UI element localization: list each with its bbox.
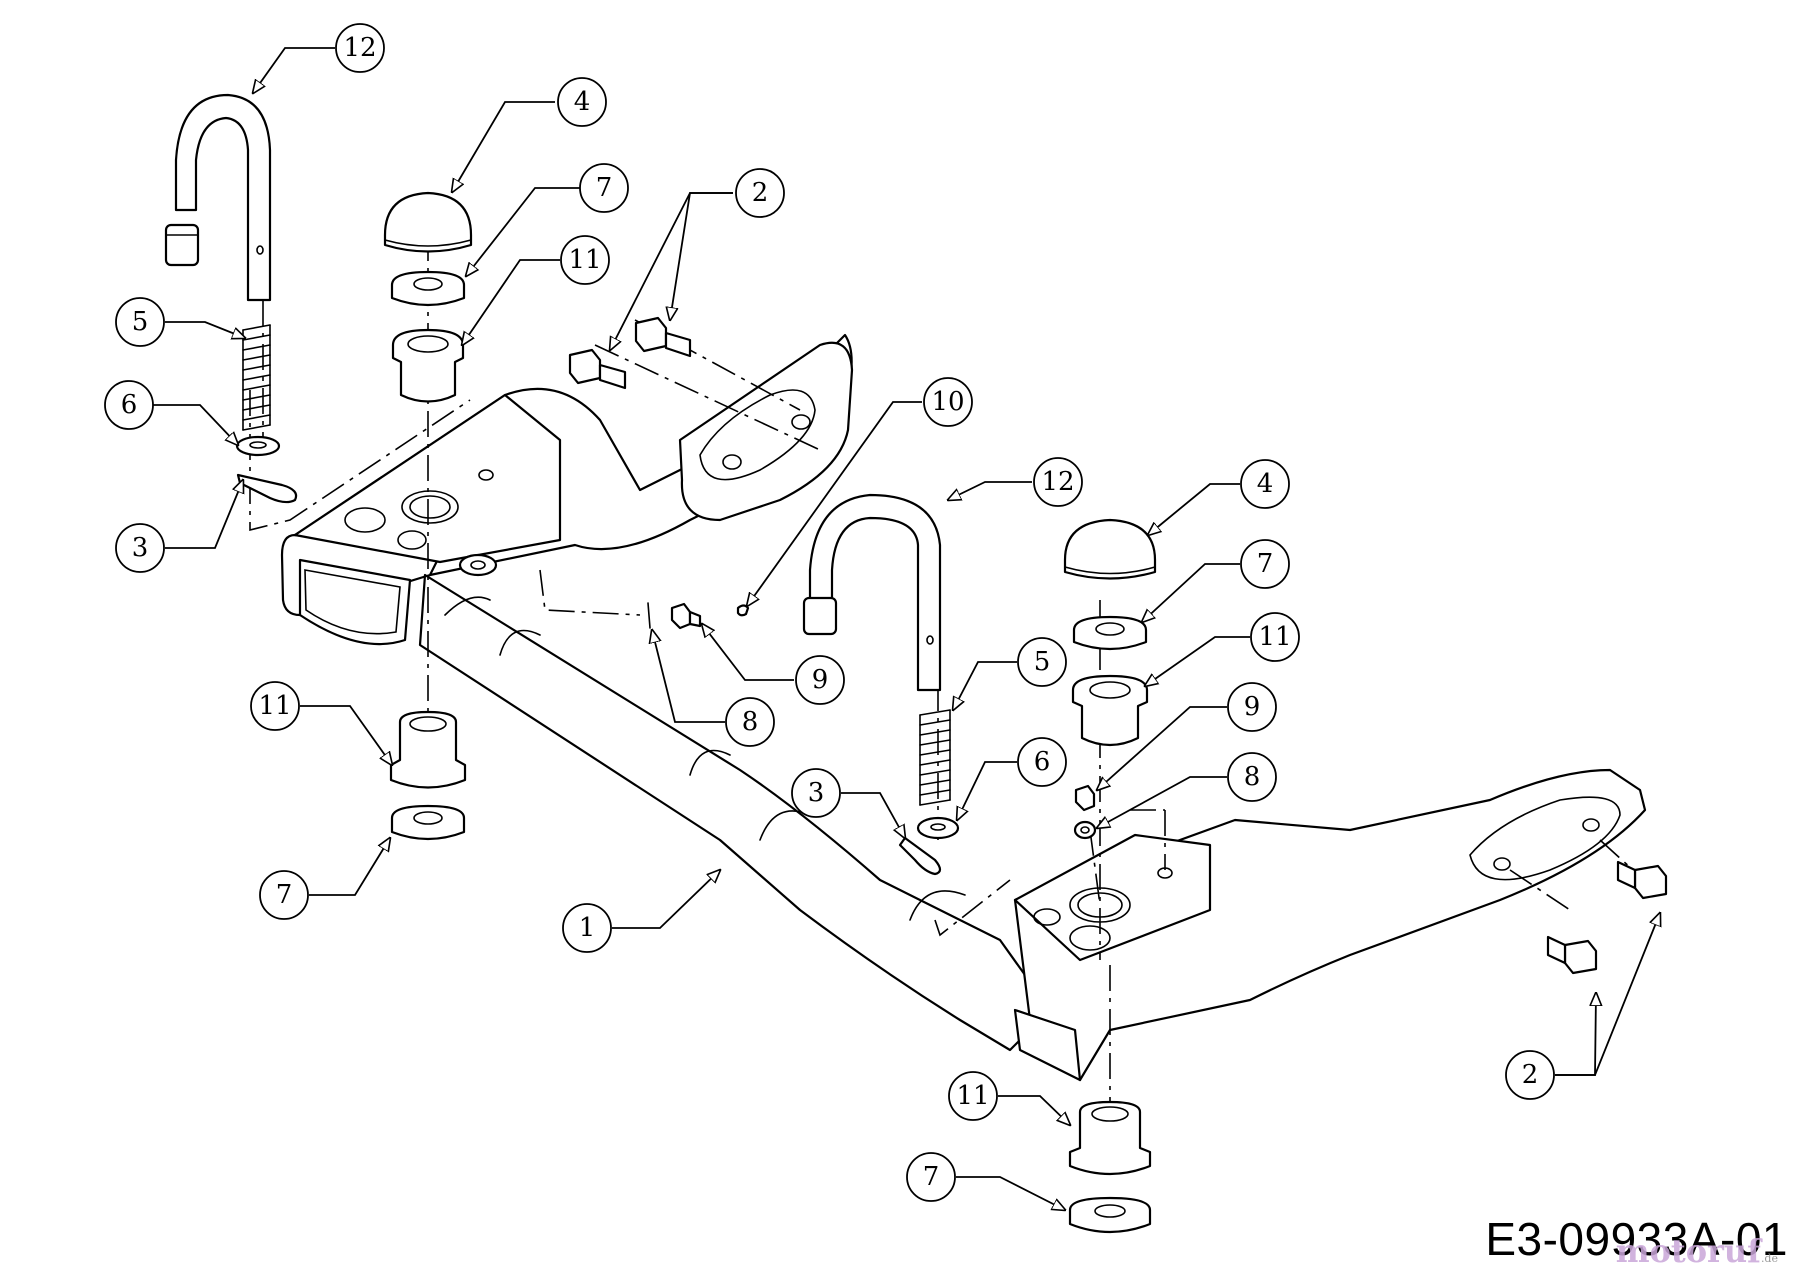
callout-12-right: 12 (1033, 457, 1083, 507)
svg-text:12: 12 (1041, 467, 1074, 497)
pin-left (164, 93, 272, 302)
svg-text:10: 10 (931, 387, 964, 417)
callout-11-left-lower: 11 (250, 681, 300, 731)
svg-text:7: 7 (276, 880, 293, 910)
washer-right-lower-7 (1068, 1196, 1152, 1234)
bushing-right-11 (1071, 674, 1149, 747)
svg-text:12: 12 (343, 33, 376, 63)
washer-left-6 (235, 435, 281, 457)
bolt-right-a (1616, 860, 1668, 900)
svg-text:4: 4 (574, 87, 591, 117)
pin-right (802, 493, 942, 692)
callout-8-centre: 8 (725, 697, 775, 747)
washer-left-lower-7 (390, 804, 466, 841)
bolt-left-b (634, 316, 692, 358)
svg-text:8: 8 (1244, 762, 1261, 792)
callout-6-left: 6 (104, 380, 154, 430)
callout-4-right: 4 (1240, 459, 1290, 509)
svg-text:5: 5 (132, 307, 149, 337)
svg-text:4: 4 (1257, 469, 1274, 499)
callout-7-left-lower: 7 (259, 870, 309, 920)
svg-text:3: 3 (132, 533, 149, 563)
bolt-left-a (568, 348, 627, 390)
svg-text:11: 11 (568, 245, 601, 275)
callout-7-right: 7 (1240, 539, 1290, 589)
bushing-left-lower-11 (389, 710, 467, 789)
callout-8-right: 8 (1227, 752, 1277, 802)
callout-9-right: 9 (1227, 682, 1277, 732)
svg-text:11: 11 (956, 1081, 989, 1111)
washer-right-7 (1072, 615, 1148, 651)
callout-bubbles: 12 4 7 11 2 5 6 3 10 9 8 11 7 1 12 4 7 1… (104, 23, 1555, 1202)
cotter-pin-left (236, 473, 298, 504)
callout-6-right: 6 (1017, 737, 1067, 787)
callout-3-left: 3 (115, 523, 165, 573)
callout-9-centre: 9 (795, 655, 845, 705)
svg-text:7: 7 (1257, 549, 1274, 579)
svg-text:3: 3 (808, 778, 825, 808)
washer-left-7 (390, 270, 466, 307)
washer-right-6 (916, 816, 960, 840)
bushing-left-11 (391, 328, 465, 403)
svg-text:11: 11 (258, 691, 291, 721)
callout-2-left: 2 (735, 168, 785, 218)
leader-lines (153, 47, 1660, 1210)
svg-text:9: 9 (1244, 692, 1261, 722)
dust-cap-left (383, 191, 473, 253)
watermark-brand: motoruf (1615, 1232, 1761, 1270)
bushing-right-lower-11 (1068, 1100, 1152, 1176)
callout-11-right-lower: 11 (948, 1071, 998, 1121)
callout-7-right-lower: 7 (906, 1152, 956, 1202)
dust-cap-right (1063, 518, 1157, 580)
watermark-suffix: .de (1760, 1252, 1778, 1265)
svg-text:7: 7 (596, 173, 613, 203)
callout-1: 1 (562, 903, 612, 953)
grease-fitting-right (1073, 784, 1097, 840)
svg-text:5: 5 (1034, 647, 1051, 677)
svg-text:11: 11 (1258, 622, 1291, 652)
axle-beam (280, 333, 1647, 1082)
svg-text:9: 9 (812, 665, 829, 695)
svg-text:6: 6 (121, 390, 138, 420)
svg-text:1: 1 (579, 913, 596, 943)
watermark-logo: motoruf.de (1616, 1232, 1778, 1270)
callout-3-right: 3 (791, 768, 841, 818)
spring-right (919, 709, 951, 806)
callout-2-right: 2 (1505, 1050, 1555, 1100)
callout-12-left: 12 (335, 23, 385, 73)
callout-11-left: 11 (560, 235, 610, 285)
callout-7-left: 7 (579, 163, 629, 213)
svg-text:8: 8 (742, 707, 759, 737)
svg-text:7: 7 (923, 1162, 940, 1192)
grease-fitting-centre (458, 553, 750, 630)
cotter-pin-right (898, 836, 942, 876)
callout-11-right: 11 (1250, 612, 1300, 662)
callout-5-left: 5 (115, 297, 165, 347)
callout-5-right: 5 (1017, 637, 1067, 687)
bolt-right-b (1546, 935, 1598, 975)
callout-4-left: 4 (557, 77, 607, 127)
spring-left (242, 324, 271, 431)
drawing-code: E3-09933A-01 (1485, 1213, 1788, 1265)
svg-text:2: 2 (1522, 1060, 1539, 1090)
callout-10: 10 (923, 377, 973, 427)
svg-text:6: 6 (1034, 747, 1051, 777)
centre-lines (249, 235, 1656, 1110)
svg-text:2: 2 (752, 178, 769, 208)
